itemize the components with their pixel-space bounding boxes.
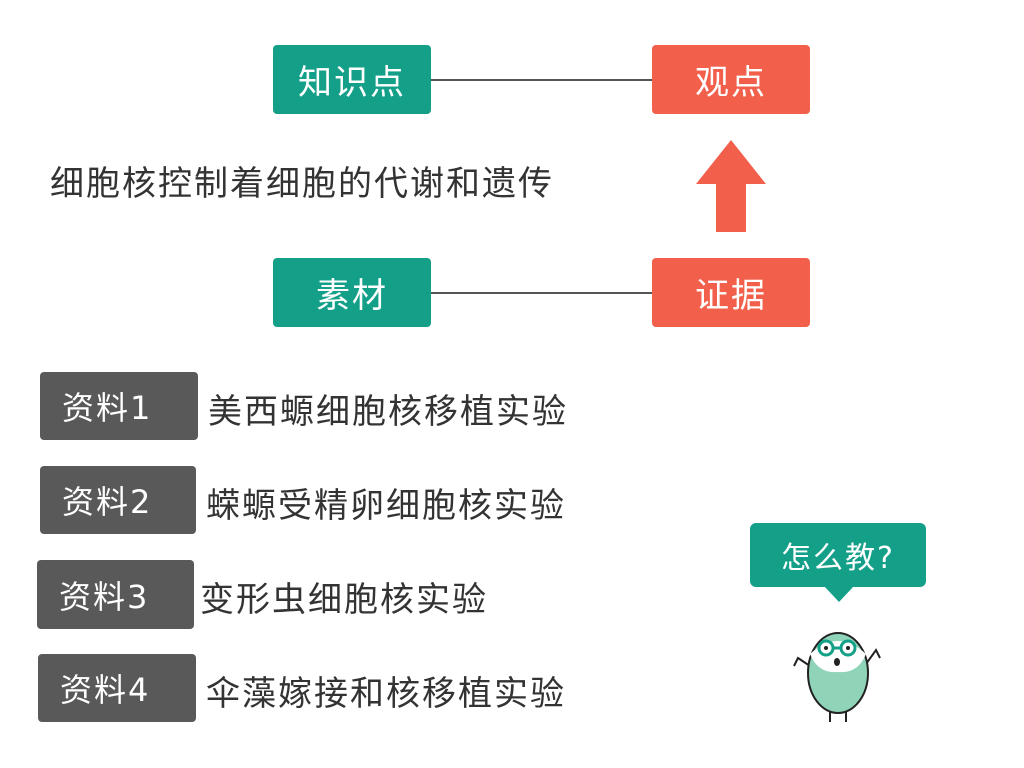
material-label: 素材 [316,276,388,316]
material-tag-4: 资料4 [38,654,196,722]
material-tag-label: 资料3 [59,577,150,616]
viewpoint-box: 观点 [652,45,810,114]
material-tag-3: 资料3 [37,560,194,629]
knowledge-point-box: 知识点 [273,45,431,114]
up-arrow-icon [696,140,766,232]
material-box: 素材 [273,258,431,327]
egg-mascot-icon [793,632,881,722]
material-text-3: 变形虫细胞核实验 [200,580,488,620]
material-text-1: 美西螈细胞核移植实验 [208,392,568,432]
speech-bubble-tail [824,586,854,602]
material-tag-label: 资料2 [62,483,153,521]
material-tag-2: 资料2 [40,466,196,534]
viewpoint-label: 观点 [695,63,767,103]
knowledge-point-label: 知识点 [298,63,406,103]
connector-line-top [431,79,652,81]
speech-bubble-text: 怎么教? [781,541,895,576]
evidence-label: 证据 [695,276,767,316]
evidence-box: 证据 [652,258,810,327]
connector-line-bottom [431,292,652,294]
material-tag-label: 资料4 [60,671,151,709]
speech-bubble: 怎么教? [750,523,926,587]
material-text-4: 伞藻嫁接和核移植实验 [206,674,566,714]
statement-text: 细胞核控制着细胞的代谢和遗传 [50,164,554,204]
material-tag-1: 资料1 [40,372,198,440]
material-text-2: 蝾螈受精卵细胞核实验 [206,486,566,526]
material-tag-label: 资料1 [62,389,153,427]
